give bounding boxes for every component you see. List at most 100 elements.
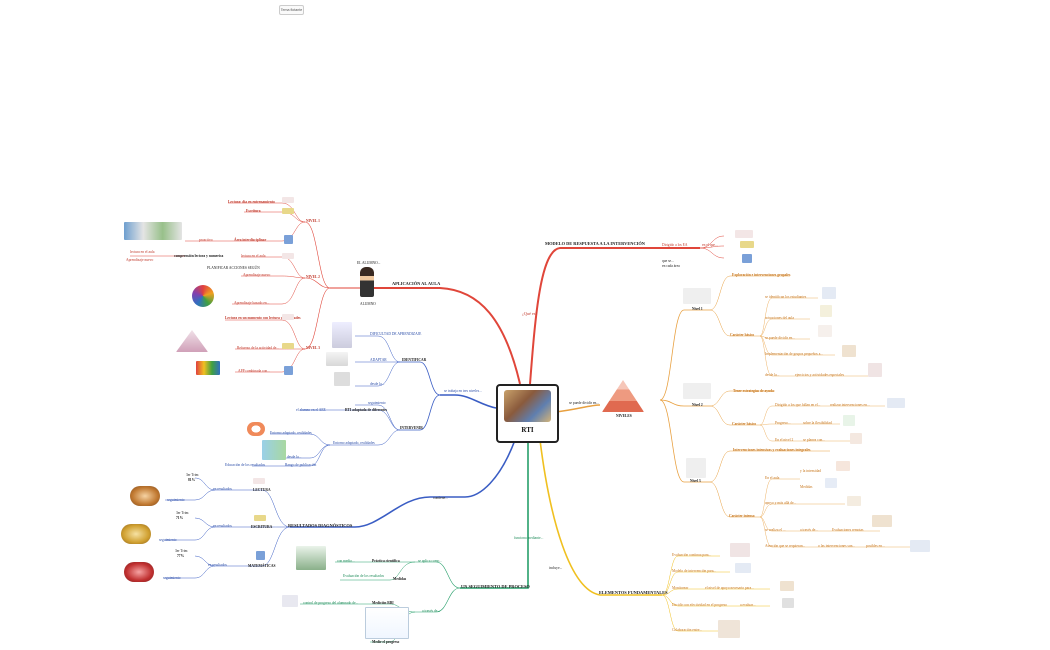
modelo-en-que[interactable]: en el que... [702,243,718,247]
desde-sub[interactable]: desde la... [287,455,302,459]
n1-sub[interactable]: Carácter básico [730,333,755,337]
comprension-item[interactable]: comprensión lectora y numerica [174,254,224,258]
nivel-3-node[interactable]: Nivel 3 [690,479,701,483]
n3-c3[interactable]: apoyo y más allá de... [765,501,797,505]
n1-a1[interactable]: se identifican los estudiantes [765,295,807,299]
en-resultados-3: en resultados [208,563,227,567]
rti-nivel-item[interactable]: RTI adaptada de diferentes [345,408,388,412]
entorno-sub[interactable]: Entorno adaptado, realidades [270,431,312,435]
elemento-2[interactable]: Modelo de intervención para... [672,569,717,573]
lectura-apoyo[interactable]: Lectura en un momento con lectura y acti… [225,316,301,320]
entorno-item[interactable]: Entorno adaptado, realidades [333,441,375,445]
resultados-valor-item[interactable]: Educación de los resultados [225,463,266,467]
aprendizaje-item[interactable]: Aprendizaje nuevo [126,258,154,262]
n3-c2[interactable]: y la intensidad [800,469,821,473]
n3-c5[interactable]: a través de... [800,528,819,532]
nivel-3-label[interactable]: NIVEL 3 [306,346,320,350]
progreso-item[interactable]: control de progreso del alumnado de... [303,601,359,605]
adaptar-item[interactable]: ADAPTAR [370,358,387,362]
n3-head[interactable]: Intervenciones intensivas y evaluaciones… [733,448,811,452]
branch-elementos[interactable]: ELEMENTOS FUNDAMENTALES [599,590,668,595]
n2-b6[interactable]: se planea con... [803,438,826,442]
escritura-item[interactable]: Escritura [246,209,261,213]
clock-icon [825,478,837,488]
apoyo-item[interactable]: seguimiento [368,401,386,405]
n2-head[interactable]: Tener estrategias de ayuda [733,389,774,393]
evaluacion-item[interactable]: Evaluación de los resultados [343,574,385,578]
identificar-node[interactable]: IDENTIFICAR [402,358,427,362]
n2-sub[interactable]: Carácter básico [732,422,757,426]
desk-icon [818,325,832,337]
nivel-2-label[interactable]: NIVEL 2 [306,275,320,279]
interdisciplinar-item[interactable]: Área interdisciplinar [234,238,267,242]
app-item[interactable]: APP combinada con... [238,369,270,373]
se-trabaja-label: se trabaja en tres niveles... [444,389,482,393]
lectura-result[interactable]: LECTURA [253,488,271,492]
matematicas-result[interactable]: MATEMÁTICAS [248,564,276,568]
elemento-5[interactable]: Decidir con efectividad en el progreso [672,603,727,607]
nivel-2-node[interactable]: Nivel 2 [692,403,703,407]
n3-c2b[interactable]: Medidas [800,485,813,489]
lectura-item[interactable]: Lectura: dia en entrenamiento [228,200,275,204]
elemento-3[interactable]: Monitorear [672,586,689,590]
nivel2-sub-b[interactable]: Aprendizaje nuevo [243,273,271,277]
classroom-image [504,390,551,422]
n3-c4[interactable]: se realiza el ... [765,528,786,532]
refuerzo-item[interactable]: Refuerzo de la actividad de... [237,346,280,350]
nivel-escolar-item[interactable]: el alumno en el AEE [296,408,326,412]
colorful-blocks-icon [196,361,220,375]
n1-a5-pre[interactable]: desde la... [765,373,780,377]
n2-b1[interactable]: Dirigido a los que fallan en el... [775,403,821,407]
dificultad-item[interactable]: DIFICULTAD DE APRENDIZAJE [370,332,422,336]
elemento-1[interactable]: Evaluación continua para... [672,553,712,557]
floating-topic-button[interactable]: Tema flotante [279,5,304,15]
reading-icon [735,230,753,238]
modelo-dirigido[interactable]: Dirigido a los EA [662,243,688,247]
branch-seguimiento[interactable]: UN SEGUIMIENTO DE PROCESO [461,584,530,589]
tiempo-item[interactable]: Rango de publicación [285,463,317,467]
n3-c7[interactable]: Atención que se requieran... [765,544,806,548]
n3-c8[interactable]: o las intervenciones son... [818,544,856,548]
n3-c1[interactable]: En el aula [765,476,780,480]
n1-head[interactable]: Exploración e intervenciones grupales [732,273,791,277]
n3-sub[interactable]: Carácter intenso [729,514,755,518]
desde-item[interactable]: desde la... [370,382,385,386]
elemento-6[interactable]: a evaluar... [740,603,756,607]
n1-a5[interactable]: ejercicios y actividades especiales [795,373,844,377]
en-resultados-2: en resultados [213,524,232,528]
branch-resultados[interactable]: RESULTADOS DIAGNÓSTICOS [288,523,353,528]
central-topic-rti[interactable]: RTI [496,384,559,443]
n2-b3[interactable]: En el nivel 2 [775,438,794,442]
escritura-result[interactable]: ESCRITURA [251,525,273,529]
small-group-icon [842,345,856,357]
n2-b2[interactable]: Progreso... [775,421,791,425]
group-students-icon-3 [686,458,706,478]
graficos-item[interactable]: Medir el progreso [372,640,400,644]
book-icon [282,197,294,203]
n3-c6[interactable]: Evaluaciones remotas [832,528,864,532]
n1-a2[interactable]: actuaciones del aula [765,316,794,320]
practica-cientifica[interactable]: Práctica científica [372,559,400,563]
nivel-1-label[interactable]: NIVEL 1 [306,219,320,223]
branch-modelo[interactable]: MODELO DE RESPUESTA A LA INTERVENCIÓN [545,241,645,246]
n2-b4[interactable]: realizar intervenciones en... [830,403,870,407]
medidas-item[interactable]: Medidas [393,577,407,581]
medicion-rbi[interactable]: Medición RBI [372,601,394,605]
n1-a4[interactable]: Implementación de grupos pequeños a... [765,352,823,356]
branch-aplicacion[interactable]: APLICACIÓN AL AULA [392,281,441,286]
n3-c9[interactable]: posibles en... [866,544,885,548]
n1-a3[interactable]: se puede dividir en... [765,336,795,340]
nivel2-sub-a[interactable]: lectura en el aula [241,254,266,258]
proactivo-item[interactable]: proactivo [199,238,213,242]
niveles-label[interactable]: NIVELES [616,414,632,418]
nivel-1-node[interactable]: Nivel 1 [692,307,703,311]
elemento-7[interactable]: Colaboración entre... [672,628,703,632]
aprendizaje-por[interactable]: Aprendizaje basado en... [234,301,270,305]
planificar-label: PLANIFICAR ACCIONES SEGÚN [207,266,260,270]
venn-diagram-3 [124,562,154,582]
lectura-aula-item[interactable]: lectura en el aula [130,250,155,254]
n2-b5[interactable]: sobre la flexibilidad [803,421,832,425]
elemento-4[interactable]: el nivel de apoyo necesario para... [705,586,754,590]
intervenir-node[interactable]: INTERVENIR [400,426,423,430]
